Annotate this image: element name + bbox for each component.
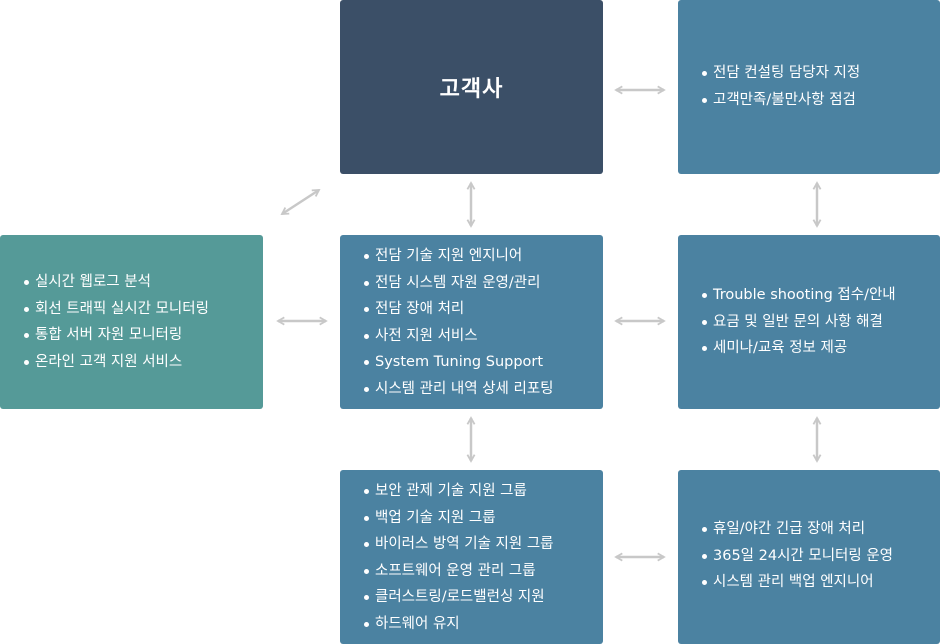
consulting-box: 전담 컨설팅 담당자 지정 고객만족/불만사항 점검 <box>678 0 940 174</box>
groups-box: 보안 관제 기술 지원 그룹 백업 기술 지원 그룹 바이러스 방역 기술 지원… <box>340 470 603 644</box>
list-item: System Tuning Support <box>364 349 597 376</box>
list-item: 365일 24시간 모니터링 운영 <box>702 543 934 570</box>
client-title: 고객사 <box>439 77 504 102</box>
list-item: 사전 지원 서비스 <box>364 323 597 350</box>
list-item: 고객만족/불만사항 점검 <box>702 87 934 114</box>
groups-list: 보안 관제 기술 지원 그룹 백업 기술 지원 그룹 바이러스 방역 기술 지원… <box>364 478 597 637</box>
emergency-list: 휴일/야간 긴급 장애 처리 365일 24시간 모니터링 운영 시스템 관리 … <box>702 516 934 596</box>
list-item: 요금 및 일반 문의 사항 해결 <box>702 309 934 336</box>
consulting-list: 전담 컨설팅 담당자 지정 고객만족/불만사항 점검 <box>702 60 934 113</box>
list-item: 시스템 관리 백업 엔지니어 <box>702 569 934 596</box>
list-item: 회선 트래픽 실시간 모니터링 <box>24 296 257 323</box>
list-item: 하드웨어 유지 <box>364 611 597 638</box>
emergency-box: 휴일/야간 긴급 장애 처리 365일 24시간 모니터링 운영 시스템 관리 … <box>678 470 940 644</box>
list-item: 전담 기술 지원 엔지니어 <box>364 243 597 270</box>
client-box: 고객사 <box>340 0 603 174</box>
list-item: 시스템 관리 내역 상세 리포팅 <box>364 376 597 403</box>
list-item: 전담 컨설팅 담당자 지정 <box>702 60 934 87</box>
list-item: 세미나/교육 정보 제공 <box>702 335 934 362</box>
engineer-box: 전담 기술 지원 엔지니어 전담 시스템 자원 운영/관리 전담 장애 처리 사… <box>340 235 603 409</box>
list-item: Trouble shooting 접수/안내 <box>702 282 934 309</box>
monitoring-list: 실시간 웹로그 분석 회선 트래픽 실시간 모니터링 통합 서버 자원 모니터링… <box>24 269 257 375</box>
list-item: 실시간 웹로그 분석 <box>24 269 257 296</box>
list-item: 바이러스 방역 기술 지원 그룹 <box>364 531 597 558</box>
monitoring-box: 실시간 웹로그 분석 회선 트래픽 실시간 모니터링 통합 서버 자원 모니터링… <box>0 235 263 409</box>
list-item: 클러스트링/로드밸런싱 지원 <box>364 584 597 611</box>
list-item: 전담 시스템 자원 운영/관리 <box>364 270 597 297</box>
list-item: 휴일/야간 긴급 장애 처리 <box>702 516 934 543</box>
list-item: 온라인 고객 지원 서비스 <box>24 349 257 376</box>
arrow-diagonal-client-monitoring <box>282 188 319 216</box>
list-item: 보안 관제 기술 지원 그룹 <box>364 478 597 505</box>
engineer-list: 전담 기술 지원 엔지니어 전담 시스템 자원 운영/관리 전담 장애 처리 사… <box>364 243 597 402</box>
list-item: 백업 기술 지원 그룹 <box>364 505 597 532</box>
support-box: Trouble shooting 접수/안내 요금 및 일반 문의 사항 해결 … <box>678 235 940 409</box>
list-item: 통합 서버 자원 모니터링 <box>24 322 257 349</box>
support-list: Trouble shooting 접수/안내 요금 및 일반 문의 사항 해결 … <box>702 282 934 362</box>
list-item: 전담 장애 처리 <box>364 296 597 323</box>
list-item: 소프트웨어 운영 관리 그룹 <box>364 558 597 585</box>
